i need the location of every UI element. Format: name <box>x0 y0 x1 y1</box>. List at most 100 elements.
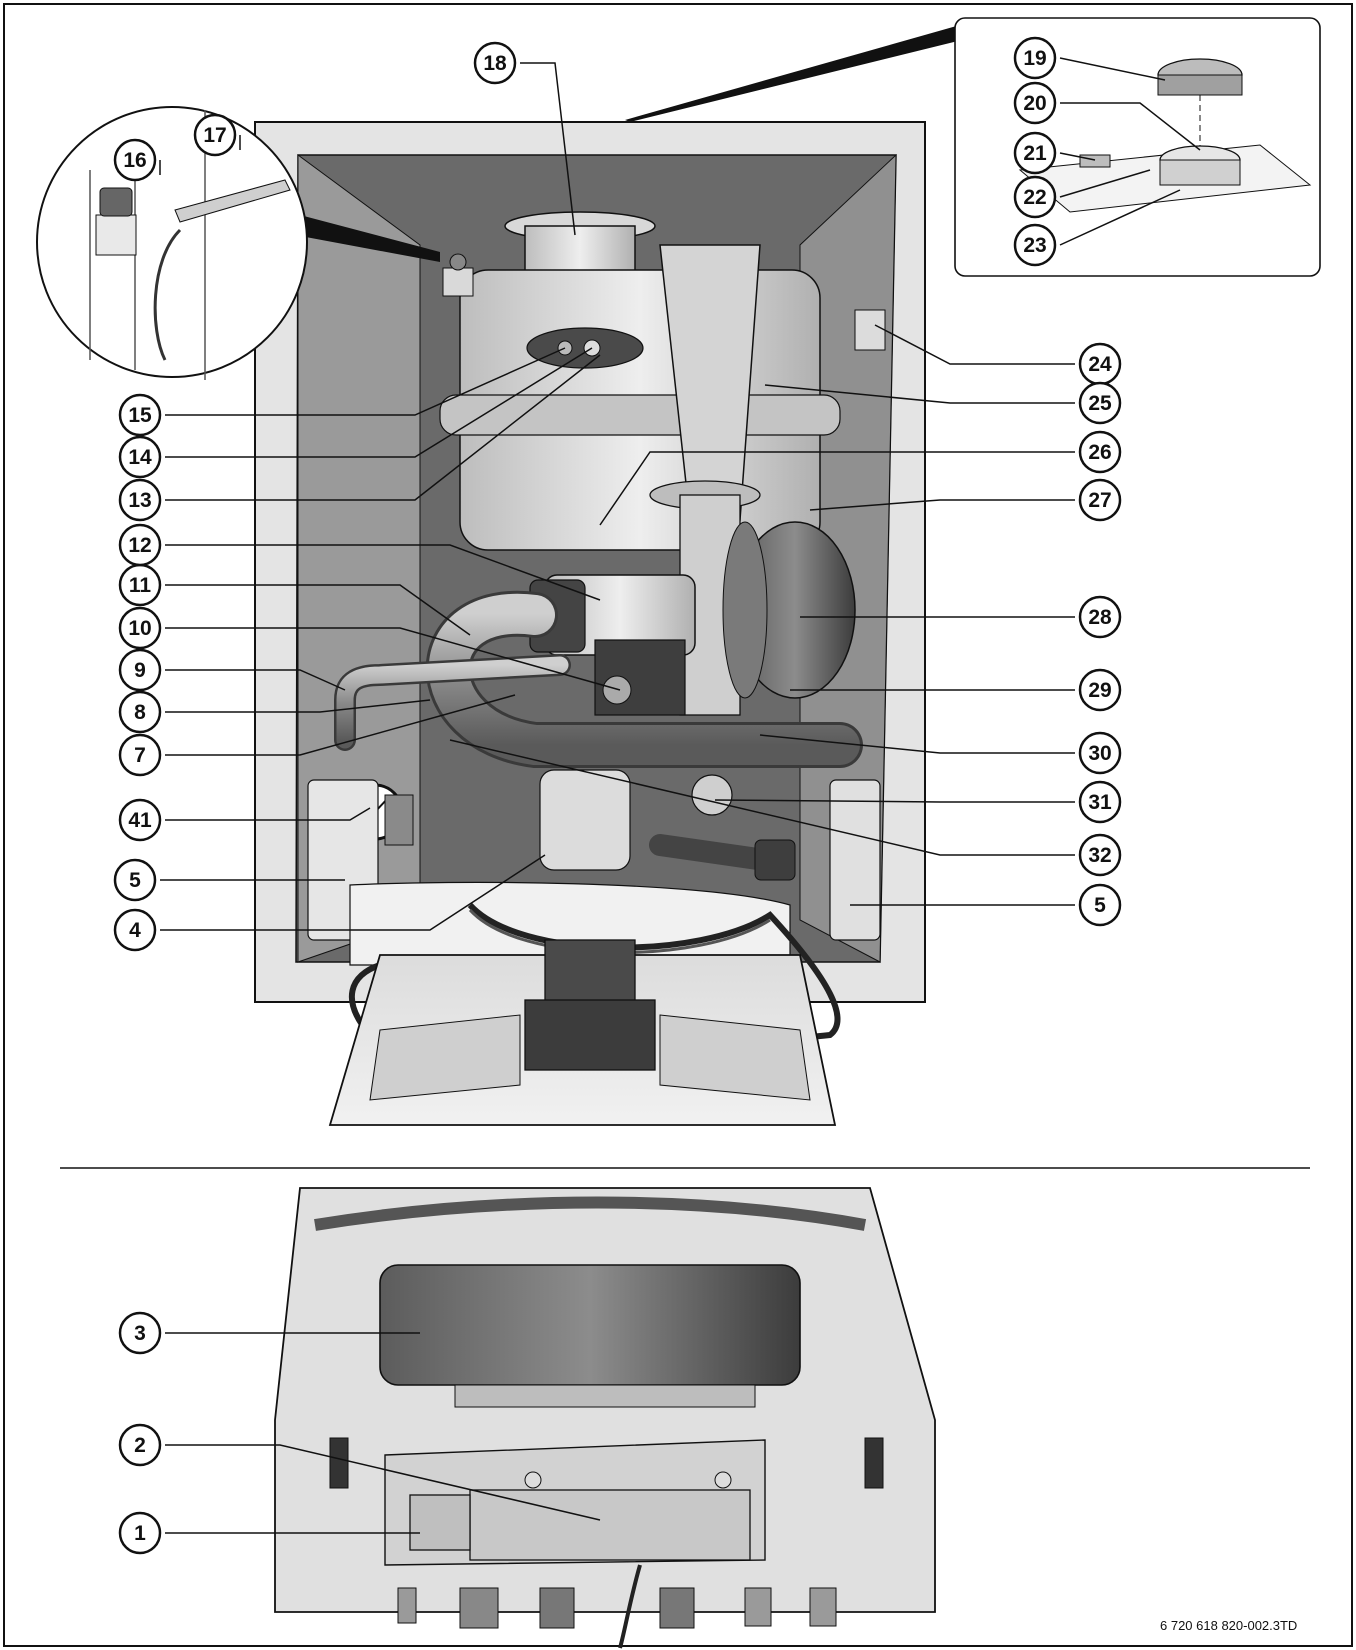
callout-9: 9 <box>118 648 162 692</box>
callout-label: 13 <box>128 489 151 512</box>
callout-label: 11 <box>129 574 152 597</box>
detail-label-plate <box>1079 154 1111 168</box>
callout-circle <box>118 478 162 522</box>
callout-circle <box>118 393 162 437</box>
leader-line <box>809 499 1075 511</box>
callout-circle <box>118 1423 162 1467</box>
callout-19: 19 <box>1013 36 1057 80</box>
stub-3 <box>539 1587 575 1629</box>
callout-circle <box>113 858 157 902</box>
detail-wire <box>153 228 182 361</box>
callout-22: 22 <box>1013 175 1057 219</box>
callout-30: 30 <box>1078 731 1122 775</box>
cover-2 <box>469 1489 751 1561</box>
callout-28: 28 <box>1078 595 1122 639</box>
callout-18: 18 <box>473 41 517 85</box>
detail-pointer-left <box>295 215 440 262</box>
callout-label: 8 <box>134 701 146 724</box>
leader-line <box>165 699 431 713</box>
air-vent <box>442 267 474 297</box>
callout-23: 23 <box>1013 223 1057 267</box>
leader-line <box>165 584 471 636</box>
callout-3: 3 <box>118 1311 162 1355</box>
callout-17: 17 <box>193 113 237 157</box>
callout-circle <box>473 41 517 85</box>
callout-label: 5 <box>129 869 141 892</box>
callout-label: 19 <box>1023 47 1046 70</box>
callout-7: 7 <box>118 733 162 777</box>
callout-label: 20 <box>1023 92 1046 115</box>
pump-head <box>691 774 733 816</box>
stub-6 <box>809 1587 837 1627</box>
callout-41: 41 <box>118 798 162 842</box>
stub-2 <box>459 1587 499 1629</box>
callout-label: 5 <box>1094 894 1106 917</box>
callout-label: 32 <box>1088 844 1111 867</box>
callout-circle <box>1078 883 1122 927</box>
callout-24: 24 <box>1078 342 1122 386</box>
callout-circle <box>1078 833 1122 877</box>
bottom-top-groove <box>314 1196 867 1231</box>
leader-line <box>874 324 1075 365</box>
callout-label: 16 <box>123 149 146 172</box>
callout-8: 8 <box>118 690 162 734</box>
leader-line <box>165 347 593 458</box>
gauge-fitting <box>384 794 414 846</box>
callout-2: 2 <box>118 1423 162 1467</box>
leader-line <box>1059 57 1166 81</box>
callout-label: 41 <box>128 809 152 832</box>
display-cover <box>379 1264 801 1386</box>
leader-line <box>160 854 546 931</box>
leader-line <box>1059 169 1151 198</box>
callout-26: 26 <box>1078 430 1122 474</box>
tray-right-panel <box>659 1014 811 1101</box>
callout-label: 10 <box>128 617 151 640</box>
leader-line <box>1060 102 1201 151</box>
callout-circle <box>113 138 157 182</box>
callout-label: 28 <box>1088 606 1112 629</box>
callout-circle <box>118 798 162 842</box>
boiler-bottom-view <box>274 1187 936 1649</box>
leader-line <box>165 807 371 821</box>
callout-circle <box>1013 175 1057 219</box>
leader-line <box>599 451 1075 526</box>
leader-line <box>165 1444 601 1521</box>
slot-left <box>329 1437 349 1489</box>
detail-circle-left <box>36 106 440 380</box>
leader-line <box>165 354 601 501</box>
callout-circle <box>1078 478 1122 522</box>
stub-5 <box>744 1587 772 1627</box>
callout-circle <box>1078 381 1122 425</box>
callout-label: 23 <box>1023 234 1046 257</box>
callout-11: 11 <box>118 563 162 607</box>
detail-left-panels <box>89 110 206 380</box>
leader-line <box>1059 152 1096 161</box>
leader-line <box>165 544 601 601</box>
callout-circle <box>1078 595 1122 639</box>
callout-4: 4 <box>113 908 157 952</box>
leader-line <box>165 694 516 756</box>
detail-vent-cap <box>99 187 133 217</box>
callout-circle <box>118 606 162 650</box>
callout-label: 27 <box>1088 489 1111 512</box>
part-1 <box>409 1494 471 1551</box>
pump-body <box>539 769 631 871</box>
callout-circle <box>1013 131 1057 175</box>
callout-label: 1 <box>134 1522 146 1545</box>
callout-25: 25 <box>1078 381 1122 425</box>
drain-valve <box>754 839 796 881</box>
power-cable <box>618 1564 642 1649</box>
detail-clip <box>174 179 291 223</box>
callout-label: 26 <box>1088 441 1111 464</box>
callout-circle <box>113 908 157 952</box>
callout-circle <box>193 113 237 157</box>
callout-label: 4 <box>129 919 141 942</box>
fan-motor-face <box>722 521 768 699</box>
callout-29: 29 <box>1078 668 1122 712</box>
gas-valve <box>594 639 686 716</box>
stub-4 <box>659 1587 695 1629</box>
leader-line <box>165 669 346 691</box>
callout-circle <box>1078 731 1122 775</box>
